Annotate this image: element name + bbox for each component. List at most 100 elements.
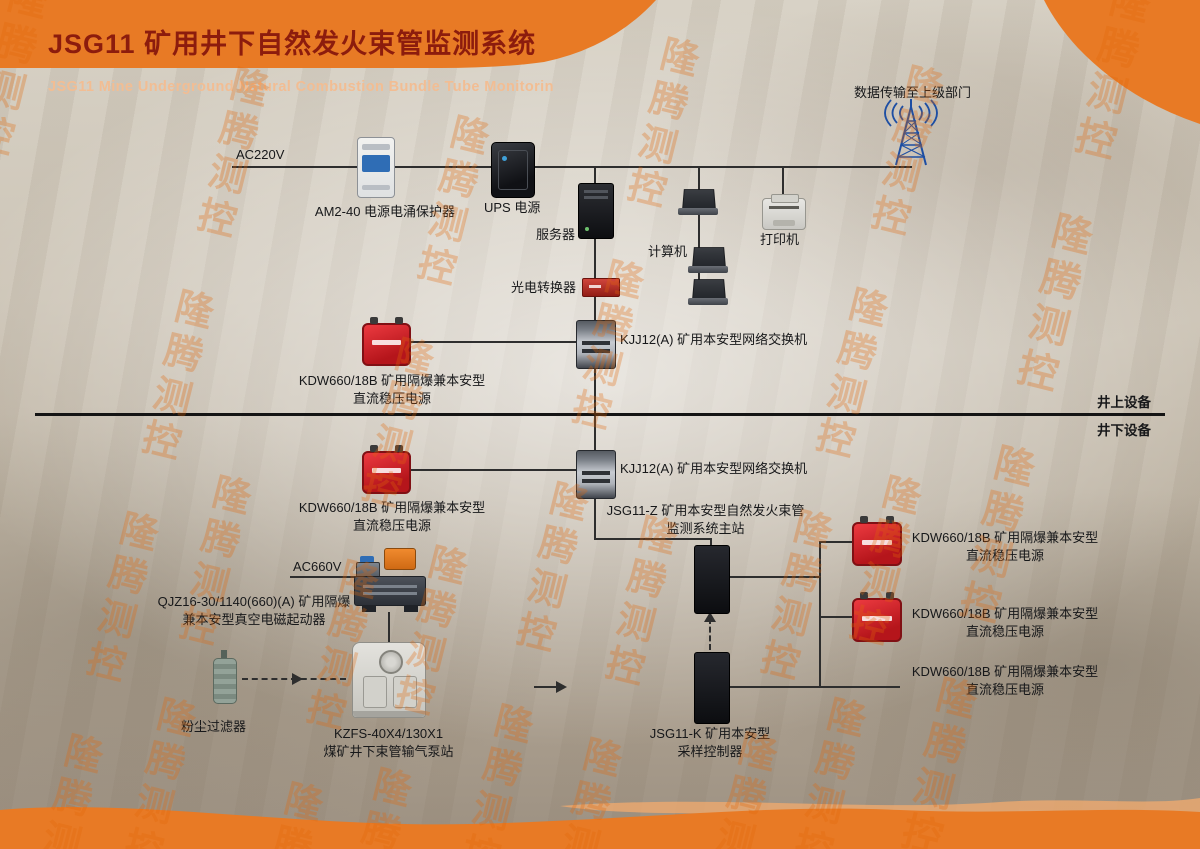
psu-terminal (886, 516, 894, 523)
starter-label-line1: QJZ16-30/1140(660)(A) 矿用隔爆 (157, 594, 351, 609)
connector-power-bus (232, 166, 912, 168)
dc-power-supply-underground-device (362, 445, 411, 494)
surge-protector-detail (362, 185, 390, 190)
psu-nameplate (862, 540, 892, 545)
dc-power-supply-surface-device (362, 317, 411, 366)
switch-slot (582, 471, 610, 475)
main-station-label-line1: JSG11-Z 矿用本安型自然发火束管 (606, 503, 805, 518)
laptop-base (678, 208, 718, 215)
dc-power-supply-right2-device (852, 592, 902, 642)
switch-slot (582, 349, 610, 353)
page-subtitle: JSG11 Mine Underground Natural Combustio… (48, 79, 554, 95)
psu-underground-label-line1: KDW660/18B 矿用隔爆兼本安型 (298, 500, 486, 515)
starter-detail (363, 585, 417, 588)
ups-device (491, 142, 535, 198)
sampling-controller-label-line1: JSG11-K 矿用本安型 (649, 726, 771, 741)
psu-surface-label-line1: KDW660/18B 矿用隔爆兼本安型 (298, 373, 486, 388)
printer-tray (771, 194, 799, 203)
psu-nameplate (372, 340, 401, 345)
connector-psu-surface (407, 341, 577, 343)
connector-printer-drop (782, 166, 784, 199)
printer-label: 打印机 (760, 232, 800, 247)
surge-protector-device (357, 137, 395, 198)
psu-nameplate (862, 616, 892, 621)
printer-detail (773, 220, 795, 226)
dust-filter-body (213, 658, 237, 704)
psu-right1-label-line1: KDW660/18B 矿用隔爆兼本安型 (911, 530, 1099, 545)
flow-arrow-up-icon (704, 612, 716, 622)
server-device (578, 183, 614, 239)
connector-starter-pump (388, 612, 390, 643)
connector-computers-drop (698, 166, 700, 296)
psu-terminal (370, 445, 378, 452)
radio-tower-icon (884, 99, 938, 166)
laptop-screen (692, 279, 726, 301)
optical-converter-label: 光电转换器 (510, 280, 576, 295)
sampling-controller-label-line2: 采样控制器 (677, 744, 743, 759)
dc-power-supply-right1-device (852, 516, 902, 566)
starter-foot (404, 605, 418, 612)
connector-mainstation-right (728, 576, 821, 578)
laptop-icon (678, 188, 718, 216)
connector-psu-right2 (819, 616, 852, 618)
connector-ac660 (290, 576, 358, 578)
flow-arrow-right-icon (556, 681, 567, 693)
pump-base (353, 711, 425, 717)
psu-right2-label-line2: 直流稳压电源 (965, 624, 1044, 639)
starter-detail (363, 592, 417, 595)
sampling-controller-label: JSG11-K 矿用本安型 采样控制器 (642, 725, 778, 761)
psu-right3-label: KDW660/18B 矿用隔爆兼本安型 直流稳压电源 (900, 663, 1110, 699)
laptop-base (688, 266, 728, 273)
sampling-controller-cabinet (694, 652, 730, 724)
flow-arrow-right-icon (292, 673, 303, 685)
connector-elbow-h (594, 538, 712, 540)
main-station-cabinet (694, 545, 730, 614)
starter-label: QJZ16-30/1140(660)(A) 矿用隔爆 兼本安型真空电磁起动器 (156, 593, 352, 629)
starter-detail (384, 548, 416, 570)
psu-terminal (370, 317, 378, 324)
dust-filter-stem (221, 650, 227, 659)
dust-filter-device (210, 650, 238, 704)
connector-psu-right3 (728, 686, 900, 688)
zone-surface-label: 井上设备 (1097, 395, 1151, 410)
starter-foot (362, 605, 376, 612)
remote-transmission-label: 数据传输至上级部门 (853, 85, 971, 100)
surface-underground-divider (35, 413, 1165, 416)
psu-underground-label-line2: 直流稳压电源 (352, 518, 431, 533)
ac660v-label: AC660V (293, 559, 342, 574)
psu-right2-label: KDW660/18B 矿用隔爆兼本安型 直流稳压电源 (900, 605, 1110, 641)
switch-surface-label: KJJ12(A) 矿用本安型网络交换机 (620, 332, 808, 347)
psu-surface-label-line2: 直流稳压电源 (352, 391, 431, 406)
pump-emblem (379, 650, 403, 674)
laptop-icon (688, 278, 728, 306)
pump-station-label-line2: 煤矿井下束管输气泵站 (323, 744, 454, 759)
ups-led (502, 156, 507, 161)
printer-slot (769, 206, 799, 209)
ups-label: UPS 电源 (484, 200, 541, 215)
pump-station-label: KZFS-40X4/130X1 煤矿井下束管输气泵站 (316, 725, 461, 761)
switch-underground-label: KJJ12(A) 矿用本安型网络交换机 (620, 461, 808, 476)
network-switch-surface-device (576, 320, 616, 369)
ups-detail (498, 150, 528, 190)
pump-sampler-arrow-line (534, 686, 558, 688)
psu-right2-label-line1: KDW660/18B 矿用隔爆兼本安型 (911, 606, 1099, 621)
psu-terminal (886, 592, 894, 599)
printer-device (762, 194, 806, 230)
switch-slot (582, 341, 610, 345)
psu-right3-label-line1: KDW660/18B 矿用隔爆兼本安型 (911, 664, 1099, 679)
laptop-base (688, 298, 728, 305)
surge-protector-detail (362, 144, 390, 150)
connector-psu-right1 (819, 541, 852, 543)
pump-station-label-line1: KZFS-40X4/130X1 (333, 726, 444, 741)
server-label: 服务器 (535, 227, 575, 242)
vacuum-starter-device (354, 546, 426, 612)
starter-detail (360, 556, 374, 563)
laptop-screen (682, 189, 716, 211)
psu-right1-label-line2: 直流稳压电源 (965, 548, 1044, 563)
laptop-icon (688, 246, 728, 274)
connector-right-bus (819, 541, 821, 688)
psu-surface-label: KDW660/18B 矿用隔爆兼本安型 直流稳压电源 (292, 372, 492, 408)
dashed-sampler-mainstation (709, 618, 711, 650)
